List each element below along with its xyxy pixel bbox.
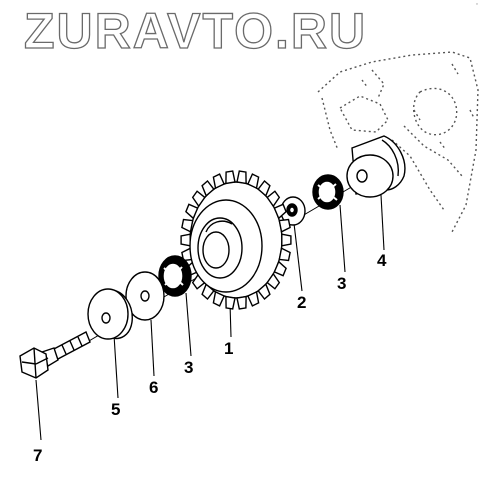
gear-tooth — [180, 233, 191, 247]
callout-3-right: 3 — [337, 274, 347, 293]
gear-tooth — [225, 295, 236, 310]
part-7-bolt — [19, 331, 91, 379]
gear-tooth — [266, 272, 281, 290]
gear-tooth — [236, 170, 247, 185]
gear-tooth — [273, 260, 287, 277]
callout-4: 4 — [377, 251, 387, 270]
gear-tooth — [225, 170, 236, 185]
gear-tooth — [278, 247, 291, 262]
corner-mark: * — [476, 3, 478, 9]
gear-tooth — [201, 179, 215, 197]
gear-tooth — [257, 179, 271, 197]
gear-tooth — [278, 218, 291, 233]
callout-3-left: 3 — [184, 358, 194, 377]
part-6-washer — [125, 271, 165, 321]
callout-2: 2 — [297, 293, 307, 312]
gear-tooth — [273, 203, 287, 220]
gear-tooth — [212, 173, 226, 190]
gear-tooth — [266, 190, 281, 208]
gear-tooth — [281, 233, 292, 247]
part-3-bearing-left — [158, 255, 192, 297]
callout-1: 1 — [224, 339, 234, 358]
callout-5: 5 — [111, 400, 121, 419]
callout-7: 7 — [33, 446, 43, 465]
gear-tooth — [191, 190, 206, 208]
part-4-hub — [346, 135, 406, 198]
engine-housing-outline — [317, 51, 479, 233]
gear-tooth — [246, 173, 260, 190]
watermark-logo: ZURAVTO.RU — [23, 3, 368, 59]
part-2-washer — [280, 196, 306, 226]
gear-tooth — [257, 283, 271, 301]
gear-tooth — [246, 290, 260, 307]
callout-6: 6 — [149, 378, 159, 397]
gear-tooth — [181, 218, 194, 233]
gear-tooth — [185, 203, 199, 220]
part-1-gear — [180, 170, 292, 310]
gear-tooth — [236, 295, 247, 310]
part-3-bearing-right — [312, 174, 344, 210]
gear-tooth — [212, 290, 226, 307]
part-5-thick-washer — [87, 288, 133, 340]
